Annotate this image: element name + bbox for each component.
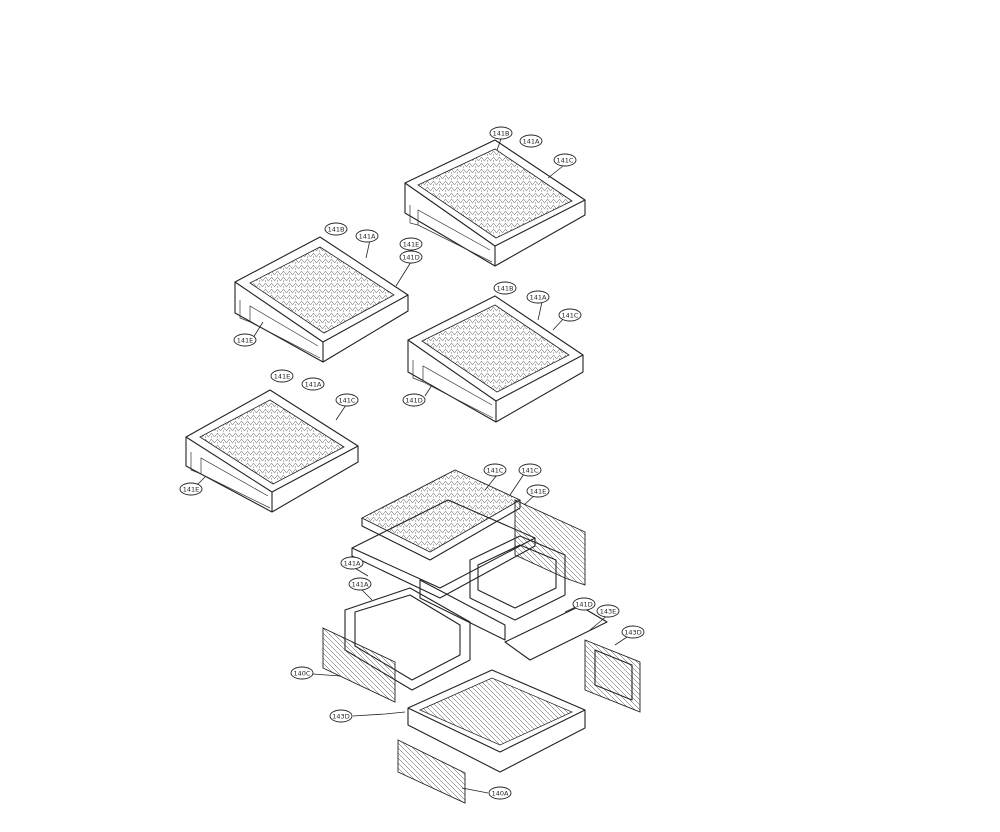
callout-c25: 140C: [290, 666, 314, 680]
shelf-left-middle: [234, 236, 409, 363]
svg-text:141A: 141A: [523, 138, 540, 146]
svg-text:141A: 141A: [352, 581, 369, 589]
svg-text:140A: 140A: [492, 790, 509, 798]
callout-c13: 141E: [270, 369, 294, 383]
shelf-top-right: [404, 139, 586, 267]
callout-c17: 141C: [483, 463, 507, 477]
callout-c12: 141D: [402, 393, 426, 407]
leader-lines: [192, 138, 631, 794]
callout-c14: 141A: [301, 377, 325, 391]
callout-c11: 141C: [558, 308, 582, 322]
callout-c10: 141A: [526, 290, 550, 304]
svg-text:141B: 141B: [493, 130, 510, 138]
callout-c16: 141E: [179, 482, 203, 496]
svg-text:141C: 141C: [562, 312, 579, 320]
svg-text:141A: 141A: [344, 560, 361, 568]
callout-c23: 143E: [596, 604, 620, 618]
svg-text:141A: 141A: [359, 233, 376, 241]
callout-c24: 143D: [621, 625, 645, 639]
svg-text:141E: 141E: [274, 373, 291, 381]
svg-text:141D: 141D: [575, 601, 592, 609]
svg-text:141E: 141E: [403, 241, 420, 249]
callout-c21: 141A: [348, 577, 372, 591]
svg-text:141C: 141C: [557, 157, 574, 165]
svg-text:141B: 141B: [328, 226, 345, 234]
callout-c2: 141A: [519, 134, 543, 148]
callouts: 141B 141A 141C 141B 141A 141E 141D 141E …: [179, 126, 645, 800]
svg-text:141E: 141E: [183, 486, 200, 494]
svg-text:143E: 143E: [600, 608, 617, 616]
callout-c18: 141C: [518, 463, 542, 477]
svg-text:141D: 141D: [405, 397, 422, 405]
callout-c3: 141C: [553, 153, 577, 167]
svg-text:141E: 141E: [237, 337, 254, 345]
callout-c7: 141D: [399, 250, 423, 264]
svg-text:141A: 141A: [530, 294, 547, 302]
callout-c20: 141A: [340, 556, 364, 570]
callout-c9: 141B: [493, 281, 517, 295]
svg-text:141C: 141C: [522, 467, 539, 475]
callout-c4: 141B: [324, 222, 348, 236]
svg-text:141C: 141C: [487, 467, 504, 475]
callout-c6: 141E: [399, 237, 423, 251]
svg-text:141C: 141C: [339, 397, 356, 405]
svg-text:143D: 143D: [332, 713, 349, 721]
callout-c8: 141E: [233, 333, 257, 347]
callout-c5: 141A: [355, 229, 379, 243]
shelf-left-lower: [185, 389, 359, 513]
svg-text:141D: 141D: [402, 254, 419, 262]
callout-c22: 141D: [572, 597, 596, 611]
callout-c26: 143D: [329, 709, 353, 723]
svg-text:141B: 141B: [497, 285, 514, 293]
svg-text:140C: 140C: [294, 670, 311, 678]
svg-text:141E: 141E: [530, 488, 547, 496]
shelf-right-middle: [407, 295, 584, 423]
callout-c27: 140A: [488, 786, 512, 800]
callout-c1: 141B: [489, 126, 513, 140]
callout-c19: 141E: [526, 484, 550, 498]
svg-text:143D: 143D: [624, 629, 641, 637]
callout-c15: 141C: [335, 393, 359, 407]
svg-text:141A: 141A: [305, 381, 322, 389]
crisper-assembly: [322, 469, 641, 804]
